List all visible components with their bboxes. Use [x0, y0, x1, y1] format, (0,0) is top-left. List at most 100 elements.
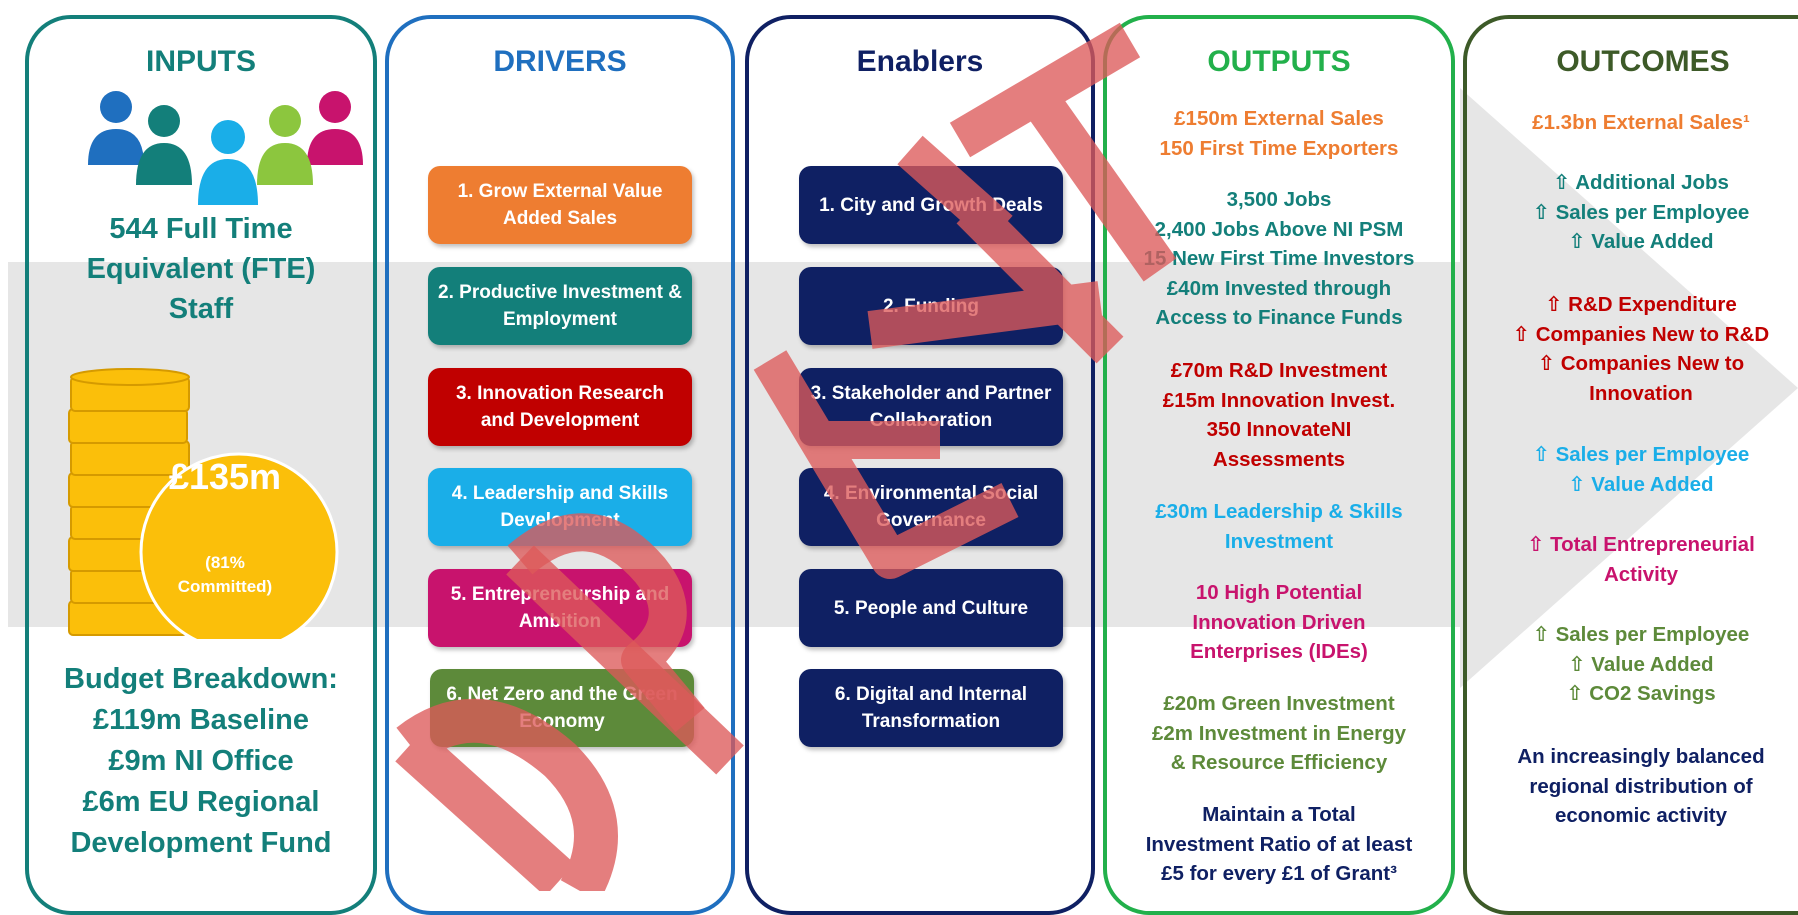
outcome-line: ⇧ Additional Jobs: [1553, 171, 1729, 194]
enablers-title: Enablers: [856, 45, 984, 78]
output-line: Investment Ratio of at least: [1145, 832, 1413, 856]
enabler-box-6: 6. Digital and Internal Transformation: [799, 669, 1063, 747]
output-line: £40m Invested through: [1166, 276, 1392, 300]
up-arrow-icon: ⇧: [1568, 472, 1586, 496]
up-arrow-icon: ⇧: [1566, 682, 1584, 705]
coin-stack-icon: [68, 368, 339, 639]
outcome-line: ⇧ Companies New to R&D: [1512, 322, 1770, 346]
output-line: Innovation Driven: [1192, 610, 1366, 634]
outcome-line: ⇧ R&D Expenditure: [1545, 293, 1737, 316]
budget-committed-line: Committed): [177, 577, 273, 596]
outcomes-skills: ⇧ Sales per Employee ⇧ Value Added: [1465, 440, 1798, 499]
output-line: Enterprises (IDEs): [1190, 640, 1368, 663]
outputs-jobs-investment: 3,500 Jobs 2,400 Jobs Above NI PSM 15 Ne…: [1100, 185, 1458, 333]
chevron-arrow-icon: [1460, 88, 1798, 688]
fte-line: Equivalent (FTE): [86, 253, 316, 285]
budget-line: £9m NI Office: [108, 745, 294, 777]
up-arrow-icon: ⇧: [1568, 652, 1586, 676]
budget-breakdown: Budget Breakdown: £119m Baseline £9m NI …: [29, 659, 373, 864]
enabler-box-2: 2. Funding: [799, 267, 1063, 345]
outcome-line: £1.3bn External Sales¹: [1532, 111, 1750, 134]
output-line: 350 InnovateNI: [1206, 418, 1352, 441]
output-line: £70m R&D Investment: [1170, 359, 1388, 382]
outputs-title: OUTPUTS: [1207, 45, 1351, 78]
drivers-column: DRIVERS: [385, 15, 735, 915]
output-line: 3,500 Jobs: [1226, 188, 1332, 211]
outcomes-external-sales: £1.3bn External Sales¹: [1465, 108, 1798, 138]
up-arrow-icon: ⇧: [1527, 533, 1545, 556]
up-arrow-icon: ⇧: [1532, 443, 1550, 466]
budget-total: £135m: [168, 456, 282, 497]
up-arrow-icon: ⇧: [1553, 171, 1571, 194]
fte-staff-text: 544 Full Time Equivalent (FTE) Staff: [29, 209, 373, 329]
budget-committed: (81% Committed): [127, 551, 323, 599]
output-line: Assessments: [1212, 447, 1346, 471]
outputs-external-sales: £150m External Sales 150 First Time Expo…: [1100, 104, 1458, 163]
output-line: Maintain a Total: [1202, 803, 1356, 826]
driver-box-1: 1. Grow External Value Added Sales: [428, 166, 692, 244]
up-arrow-icon: ⇧: [1532, 623, 1550, 646]
output-line: Investment: [1224, 529, 1334, 553]
up-arrow-icon: ⇧: [1537, 352, 1556, 375]
outcomes-green: ⇧ Sales per Employee ⇧ Value Added ⇧ CO2…: [1465, 620, 1798, 709]
outcome-line: ⇧ Total Entrepreneurial: [1527, 533, 1755, 556]
budget-line: £119m Baseline: [92, 704, 310, 736]
drivers-title: DRIVERS: [493, 45, 627, 78]
outcome-line: ⇧ Companies New to: [1537, 352, 1745, 375]
up-arrow-icon: ⇧: [1512, 322, 1530, 346]
driver-box-5: 5. Entrepreneurship and Ambition: [428, 569, 692, 647]
outcome-line: ⇧ Value Added: [1568, 472, 1714, 496]
outcome-line: ⇧ Sales per Employee: [1532, 200, 1750, 224]
enabler-box-5: 5. People and Culture: [799, 569, 1063, 647]
output-line: £5 for every £1 of Grant³: [1161, 862, 1397, 885]
outcome-line: regional distribution of: [1529, 774, 1753, 798]
outputs-rd: £70m R&D Investment £15m Innovation Inve…: [1100, 356, 1458, 474]
enabler-box-1: 1. City and Growth Deals: [799, 166, 1063, 244]
output-line: Access to Finance Funds: [1155, 306, 1403, 329]
budget-committed-line: (81%: [205, 553, 245, 572]
driver-box-6: 6. Net Zero and the Green Economy: [430, 669, 694, 747]
people-icon: [88, 91, 363, 205]
outcome-line: ⇧ Value Added: [1568, 652, 1714, 676]
outcome-line: An increasingly balanced: [1517, 745, 1765, 768]
budget-line: Development Fund: [70, 827, 332, 859]
fte-line: Staff: [168, 293, 234, 325]
outcomes-rd: ⇧ R&D Expenditure ⇧ Companies New to R&D…: [1465, 290, 1798, 408]
budget-line: £6m EU Regional: [82, 786, 320, 818]
output-line: £15m Innovation Invest.: [1162, 388, 1396, 412]
driver-box-3: 3. Innovation Research and Development: [428, 368, 692, 446]
inputs-title: INPUTS: [145, 45, 256, 78]
outcome-line: economic activity: [1554, 804, 1728, 827]
outputs-green: £20m Green Investment £2m Investment in …: [1100, 689, 1458, 778]
output-line: £30m Leadership & Skills: [1155, 500, 1403, 523]
driver-box-2: 2. Productive Investment & Employment: [428, 267, 692, 345]
outcome-line: ⇧ Value Added: [1568, 230, 1714, 253]
outcomes-regional: An increasingly balanced regional distri…: [1465, 742, 1798, 831]
outcomes-jobs: ⇧ Additional Jobs ⇧ Sales per Employee ⇧…: [1465, 168, 1798, 257]
outputs-leadership: £30m Leadership & Skills Investment: [1100, 497, 1458, 556]
output-line: 15 New First Time Investors: [1143, 247, 1415, 270]
outcome-line: ⇧ Sales per Employee: [1532, 443, 1750, 466]
outcome-line: Innovation: [1589, 381, 1693, 405]
up-arrow-icon: ⇧: [1568, 230, 1586, 253]
up-arrow-icon: ⇧: [1545, 293, 1563, 316]
outcome-line: Activity: [1603, 562, 1679, 586]
output-line: £20m Green Investment: [1163, 692, 1395, 715]
outputs-ides: 10 High Potential Innovation Driven Ente…: [1100, 578, 1458, 667]
outcomes-title: OUTCOMES: [1556, 45, 1730, 78]
output-line: & Resource Efficiency: [1170, 751, 1388, 774]
up-arrow-icon: ⇧: [1532, 200, 1550, 224]
enabler-box-4: 4. Environmental Social Governance: [799, 468, 1063, 546]
outputs-investment-ratio: Maintain a Total Investment Ratio of at …: [1100, 800, 1458, 889]
outcomes-entrepreneurship: ⇧ Total Entrepreneurial Activity: [1465, 530, 1798, 589]
driver-box-4: 4. Leadership and Skills Development: [428, 468, 692, 546]
enablers-column: Enablers: [745, 15, 1095, 915]
budget-breakdown-title: Budget Breakdown:: [64, 663, 338, 695]
output-line: £150m External Sales: [1174, 107, 1384, 130]
outcome-line: ⇧ CO2 Savings: [1566, 682, 1716, 705]
enabler-box-3: 3. Stakeholder and Partner Collaboration: [799, 368, 1063, 446]
output-line: 10 High Potential: [1195, 581, 1363, 604]
outcome-line: ⇧ Sales per Employee: [1532, 623, 1750, 646]
fte-line: 544 Full Time: [109, 213, 293, 245]
output-line: 150 First Time Exporters: [1159, 136, 1399, 160]
